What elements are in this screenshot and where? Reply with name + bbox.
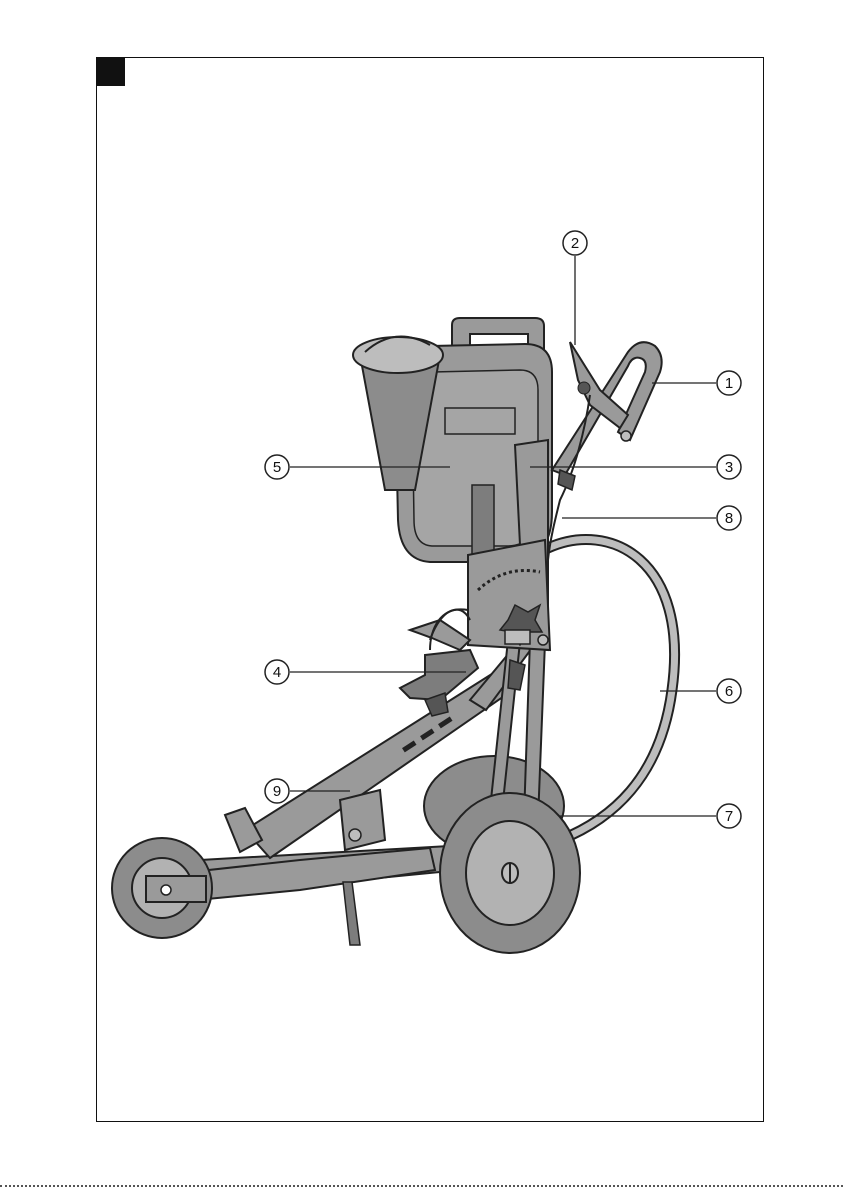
svg-text:1: 1 (725, 375, 733, 392)
svg-text:7: 7 (725, 808, 733, 825)
callout-2: 2 (563, 231, 587, 255)
page-cut-line (0, 1185, 843, 1187)
svg-text:3: 3 (725, 459, 733, 476)
svg-text:8: 8 (725, 510, 733, 527)
callout-7: 7 (717, 804, 741, 828)
svg-text:9: 9 (273, 783, 281, 800)
callout-9: 9 (265, 779, 289, 803)
callout-8: 8 (717, 506, 741, 530)
svg-text:5: 5 (273, 459, 281, 476)
rear-wheel (440, 793, 580, 953)
svg-text:2: 2 (571, 235, 579, 252)
callout-6: 6 (717, 679, 741, 703)
callout-4: 4 (265, 660, 289, 684)
svg-text:4: 4 (273, 664, 281, 681)
callout-3: 3 (717, 455, 741, 479)
svg-text:6: 6 (725, 683, 733, 700)
front-wheel (112, 838, 212, 938)
callout-5: 5 (265, 455, 289, 479)
callout-1: 1 (717, 371, 741, 395)
